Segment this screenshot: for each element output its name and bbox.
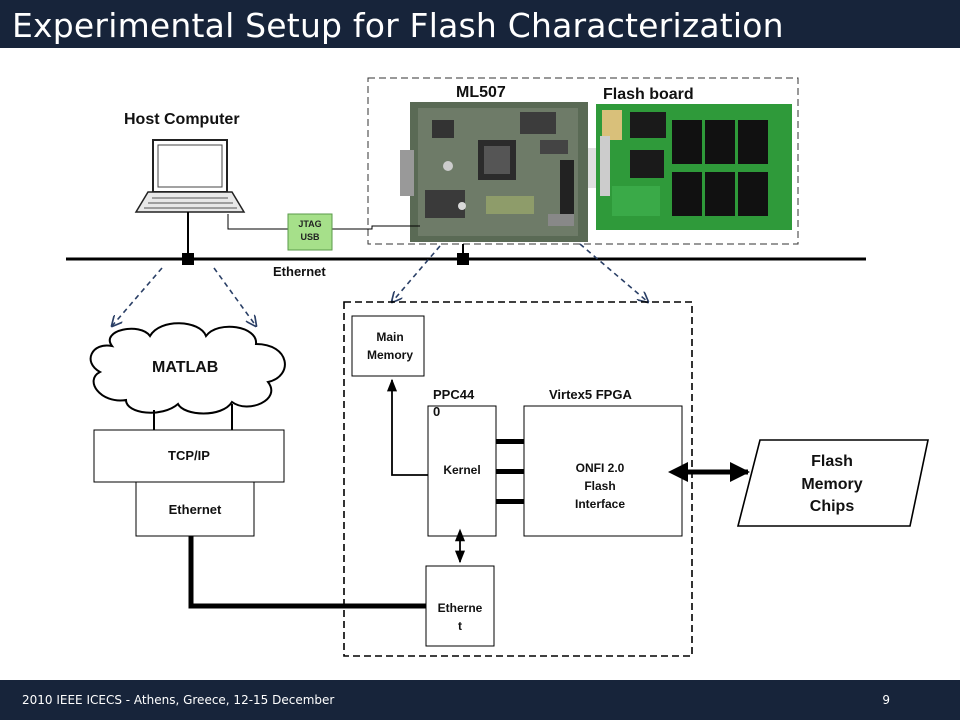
ethernet-block-label-2: t — [458, 619, 462, 633]
usb-label: USB — [300, 232, 320, 242]
ethernet-block-box — [425, 565, 495, 647]
laptop-icon — [134, 139, 246, 213]
jtag-label: JTAG — [298, 219, 322, 229]
matlab-label: MATLAB — [152, 359, 219, 376]
slide-title: Experimental Setup for Flash Characteriz… — [12, 6, 784, 45]
main-memory-label-1: Main — [376, 330, 404, 344]
onfi-box — [523, 405, 683, 537]
main-memory-label-2: Memory — [366, 348, 413, 362]
footer-bar: 2010 IEEE ICECS - Athens, Greece, 12-15 … — [0, 680, 960, 720]
ppc-label-1: PPC44 — [433, 387, 475, 402]
kernel-box — [427, 405, 497, 537]
jtag-usb-box — [287, 213, 333, 251]
page-number: 9 — [882, 693, 890, 707]
flash-chips-label-3: Chips — [809, 498, 855, 515]
ml507-label: ML507 — [456, 84, 506, 101]
flash-chips-label-2: Memory — [801, 476, 863, 493]
flash-board-image — [596, 104, 792, 230]
ethernet-bus-label: Ethernet — [273, 264, 326, 279]
flash-chips-label-1: Flash — [811, 453, 853, 470]
ml507-board-image — [400, 102, 606, 242]
virtex-label: Virtex5 FPGA — [549, 387, 632, 402]
kernel-label: Kernel — [443, 463, 481, 477]
footer-text: 2010 IEEE ICECS - Athens, Greece, 12-15 … — [22, 693, 335, 707]
ethernet-stack-box — [135, 481, 255, 537]
host-computer-label: Host Computer — [124, 111, 240, 128]
flash-chips-shape — [736, 439, 929, 527]
flash-board-label: Flash board — [603, 86, 694, 103]
onfi-label-2: Flash — [584, 479, 616, 493]
ppc-label-2: 0 — [433, 404, 441, 419]
setup-diagram — [66, 77, 929, 657]
ethernet-stack-label: Ethernet — [168, 502, 222, 517]
tcpip-label: TCP/IP — [168, 448, 210, 463]
matlab-cloud — [89, 322, 286, 415]
onfi-label-3: Interface — [574, 497, 626, 511]
boards-dashed-region — [367, 77, 799, 245]
ethernet-block-label-1: Etherne — [437, 601, 483, 615]
fpga-dashed-region — [343, 301, 693, 657]
main-memory-box — [351, 315, 425, 377]
title-bar: Experimental Setup for Flash Characteriz… — [0, 0, 960, 48]
onfi-label-1: ONFI 2.0 — [575, 461, 625, 475]
